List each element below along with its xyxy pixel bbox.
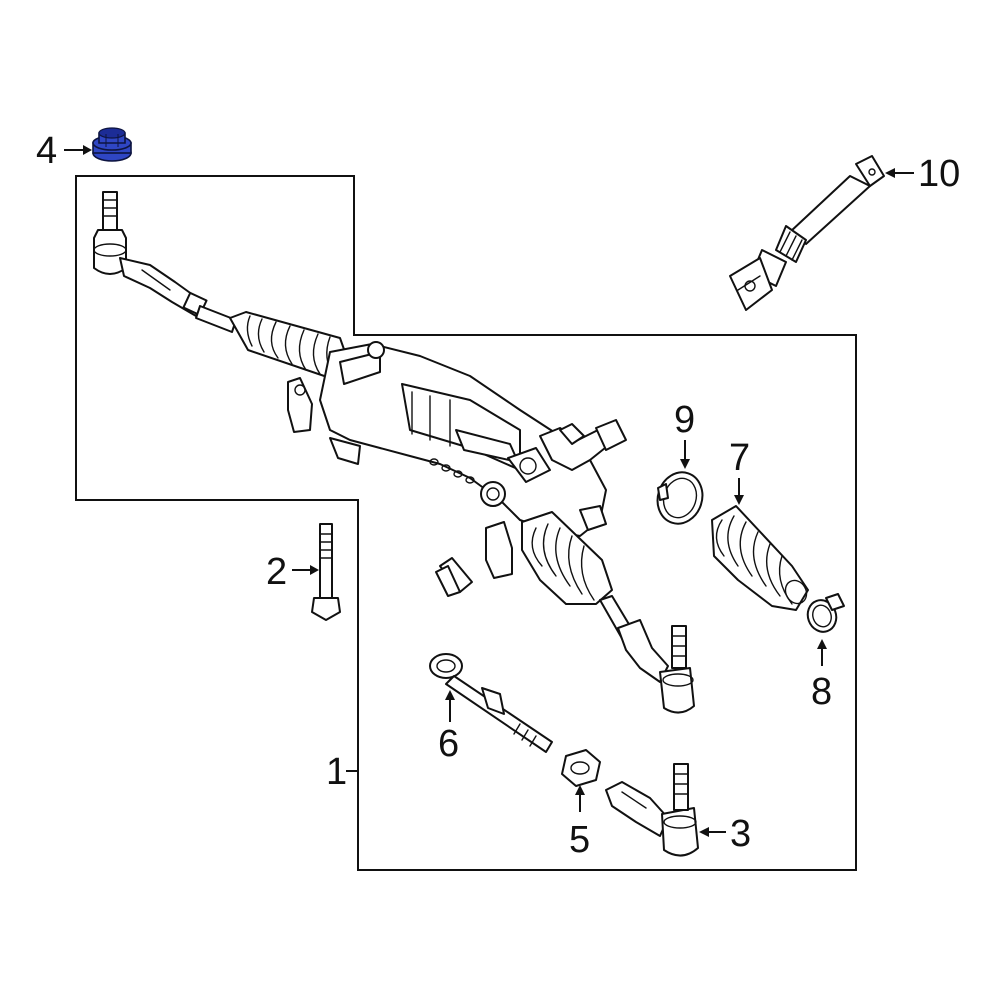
outer-tie-rod-end-part-3 xyxy=(605,763,699,857)
callout-8[interactable]: 8 xyxy=(811,639,832,713)
mount-pad xyxy=(435,557,473,597)
callout-label-5: 5 xyxy=(569,819,590,861)
callout-label-6: 6 xyxy=(438,723,459,765)
bolt-part-2 xyxy=(311,523,341,621)
inner-tie-rod-part-6 xyxy=(429,653,553,753)
clamp-ring-part-9 xyxy=(656,471,704,525)
callout-6[interactable]: 6 xyxy=(438,690,459,765)
callout-label-4: 4 xyxy=(36,130,57,172)
callout-3[interactable]: 3 xyxy=(699,813,751,855)
steering-rack-housing xyxy=(287,341,627,579)
right-bellows-boot-attached xyxy=(521,511,613,605)
left-tie-rod-end xyxy=(93,191,237,333)
callout-label-8: 8 xyxy=(811,671,832,713)
bellows-boot-part-7 xyxy=(711,505,809,611)
callout-5[interactable]: 5 xyxy=(569,785,590,861)
callout-label-3: 3 xyxy=(730,813,751,855)
highlighted-nut-part-4[interactable] xyxy=(92,127,132,162)
callout-label-10: 10 xyxy=(918,153,960,195)
callout-label-9: 9 xyxy=(674,399,695,441)
callout-label-7: 7 xyxy=(729,437,750,479)
callout-4[interactable]: 4 xyxy=(36,130,92,172)
callout-label-2: 2 xyxy=(266,551,287,593)
hex-nut-part-5 xyxy=(561,749,601,787)
callout-label-1: 1 xyxy=(326,751,347,793)
callout-1[interactable]: 1 xyxy=(326,751,358,793)
callout-2[interactable]: 2 xyxy=(266,551,319,593)
small-clamp-part-8 xyxy=(806,593,845,633)
callout-7[interactable]: 7 xyxy=(729,437,750,505)
callout-10[interactable]: 10 xyxy=(885,153,960,195)
callout-9[interactable]: 9 xyxy=(674,399,695,469)
right-tie-rod-end-attached xyxy=(599,595,695,714)
intermediate-shaft-part-10 xyxy=(729,155,885,311)
